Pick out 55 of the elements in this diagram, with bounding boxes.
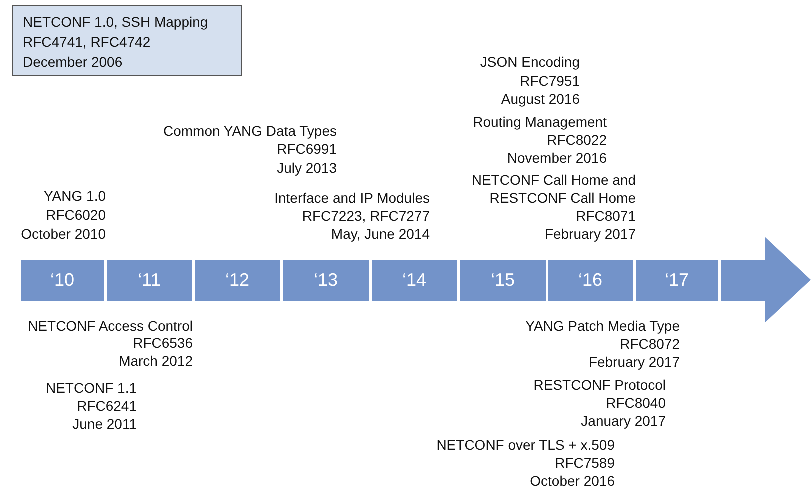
- timeline-arrowhead: [721, 237, 811, 325]
- year-label: ‘10: [50, 270, 75, 291]
- annotation-text: August 2016: [501, 90, 580, 108]
- annotation-text: RFC6241: [77, 397, 137, 415]
- annotation-text: RFC6991: [277, 140, 337, 158]
- annotation-text: October 2010: [21, 225, 106, 243]
- annotation-text: YANG 1.0: [44, 187, 106, 205]
- timeline-segment: [283, 260, 369, 301]
- info-text: December 2006: [23, 53, 124, 72]
- annotation-text: February 2017: [544, 225, 636, 243]
- year-label: ‘14: [402, 270, 427, 291]
- annotation-text: NETCONF over TLS + x.509: [436, 436, 615, 454]
- annotation-text: NETCONF 1.1: [46, 379, 137, 397]
- annotation-text: November 2016: [507, 149, 607, 167]
- annotation-text: RFC8072: [620, 335, 680, 353]
- annotation-text: RFC6020: [46, 206, 106, 224]
- annotation-text: RESTCONF Protocol: [534, 376, 666, 394]
- timeline-segment: [460, 260, 546, 301]
- annotation-text: RFC6536: [133, 334, 193, 352]
- info-box: [12, 5, 242, 76]
- annotation-text: Interface and IP Modules: [274, 189, 430, 207]
- timeline-segment: [107, 260, 192, 301]
- timeline-segment: [372, 260, 457, 301]
- timeline-segment: [21, 260, 104, 301]
- annotation-text: RFC7951: [520, 72, 580, 90]
- annotation-text: June 2011: [72, 415, 137, 433]
- annotation-text: RFC7223, RFC7277: [302, 207, 430, 225]
- year-label: ‘15: [490, 270, 516, 291]
- year-label: ‘13: [314, 270, 338, 291]
- annotation-text: RESTCONF Call Home: [490, 189, 636, 207]
- annotation-text: February 2017: [588, 353, 680, 371]
- annotation-text: Routing Management: [473, 113, 607, 131]
- timeline-segment: [195, 260, 280, 301]
- annotation-text: January 2017: [581, 412, 666, 430]
- annotation-text: July 2013: [277, 159, 337, 177]
- annotation-text: Common YANG Data Types: [163, 122, 337, 140]
- annotation-text: NETCONF Access Control: [28, 317, 193, 335]
- year-label: ‘12: [225, 270, 250, 291]
- year-label: ‘11: [138, 270, 161, 291]
- annotation-text: RFC8071: [576, 207, 636, 225]
- annotation-text: May, June 2014: [331, 225, 430, 243]
- annotation-text: YANG Patch Media Type: [526, 317, 680, 335]
- year-label: ‘17: [664, 270, 690, 291]
- annotation-text: RFC7589: [555, 454, 615, 472]
- info-text: RFC4741, RFC4742: [23, 33, 152, 52]
- annotation-text: March 2012: [119, 352, 193, 370]
- timeline-segment: [636, 260, 718, 301]
- annotation-text: RFC8022: [547, 131, 607, 149]
- info-text: NETCONF 1.0, SSH Mapping: [23, 13, 210, 32]
- annotation-text: RFC8040: [606, 394, 666, 412]
- year-label: ‘16: [578, 270, 603, 291]
- annotation-text: JSON Encoding: [480, 53, 580, 71]
- timeline-segment: [548, 260, 633, 301]
- annotation-text: NETCONF Call Home and: [472, 171, 636, 189]
- annotation-text: October 2016: [530, 472, 615, 490]
